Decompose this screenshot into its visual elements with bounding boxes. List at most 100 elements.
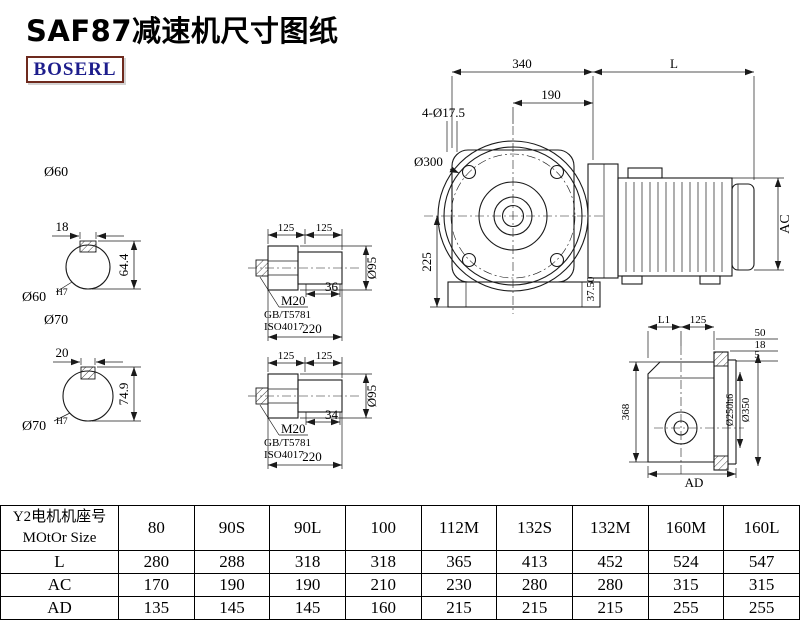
- bore-70-keyway-height: 74.9: [116, 383, 131, 406]
- bore-60-circle: [65, 244, 111, 290]
- flange-dia-label: Ø300: [414, 154, 460, 174]
- shaft-top-std-gb: GB/T5781: [264, 309, 311, 321]
- shaft-top-dia-dim: Ø95: [300, 245, 379, 291]
- holes-label: 4-Ø17.5: [422, 105, 465, 152]
- value-AD-132M: 215: [571, 596, 649, 620]
- row-label-AC: AC: [0, 573, 119, 597]
- bore-60-keyway-width-dim: 18: [52, 219, 124, 240]
- value-AD-80: 135: [118, 596, 195, 620]
- shaft-detail-bottom: 125 125 Ø95 34 M20 GB/T5781 ISO4017: [248, 350, 379, 469]
- value-L-90L: 318: [269, 550, 346, 574]
- bore-70-keyway-width-dim: 20: [53, 345, 123, 366]
- shaft-bottom-thread: M20: [281, 421, 306, 436]
- value-L-132M: 452: [571, 550, 649, 574]
- side-output-bore: [664, 411, 698, 445]
- dim-368-text: 368: [620, 403, 632, 420]
- bore-60-label: Ø60 H7: [22, 281, 73, 305]
- shaft-top-dim-125a: 125: [278, 222, 295, 234]
- bore-70-keyway: [80, 366, 96, 380]
- shaft-bottom-125-dims: 125 125: [267, 350, 343, 378]
- row-label-AD: AD: [0, 596, 119, 620]
- shaft-bottom-dia: Ø95: [364, 385, 379, 407]
- dim-125-side: 125: [681, 314, 715, 350]
- shaft-top-thread-label: M20 GB/T5781 ISO4017: [259, 276, 311, 333]
- motor-fins: [625, 182, 723, 272]
- side-output-bore-inner: [673, 420, 689, 436]
- dim-225: 225: [419, 216, 448, 308]
- shaft-circle: [493, 196, 533, 236]
- value-AC-90L: 190: [269, 573, 346, 597]
- dim-L1-text: L1: [658, 314, 670, 326]
- value-AD-112M: 215: [420, 596, 498, 620]
- bore-view-60: Ø60 18 64.4 Ø60 H7: [22, 165, 141, 305]
- motor-size-col-112M: 112M: [420, 505, 498, 551]
- bolt-circle: [450, 153, 576, 279]
- shaft-top-dia: Ø95: [364, 257, 379, 279]
- dim-L: L: [593, 56, 755, 180]
- dim-L-text: L: [670, 56, 678, 71]
- value-L-90S: 288: [193, 550, 271, 574]
- value-AC-160L: 315: [723, 573, 800, 597]
- shaft-top-std-iso: ISO4017: [264, 321, 304, 333]
- shaft-bottom-dim-125a: 125: [278, 350, 295, 362]
- bore-70-tol: H7: [56, 417, 68, 427]
- motor-foot-right: [699, 275, 721, 285]
- side-flange-hatch-bottom: [713, 455, 729, 471]
- bolt-hole-tr: [549, 164, 565, 180]
- shaft-bottom-std-gb: GB/T5781: [264, 437, 311, 449]
- shaft-top-cylinder: [297, 251, 343, 285]
- value-AD-100: 160: [344, 596, 422, 620]
- bolt-hole-br: [549, 252, 565, 268]
- logo-text: BOSERL: [33, 58, 117, 80]
- bore-60-keyway-height: 64.4: [116, 253, 131, 276]
- dim-368: 368: [620, 361, 660, 463]
- value-AC-100: 210: [344, 573, 422, 597]
- dim-L1: L1: [647, 314, 682, 358]
- dim-340-text: 340: [512, 56, 532, 71]
- dim-250h6-text: Ø250h6: [725, 394, 736, 426]
- value-AC-80: 170: [118, 573, 195, 597]
- motor-foot-left: [621, 275, 643, 285]
- shaft-top-125-dims: 125 125: [267, 222, 343, 250]
- flange-inner-circle: [443, 146, 583, 286]
- side-flange-hatch-top: [713, 351, 729, 367]
- bore-70-dia: Ø70: [22, 419, 46, 434]
- value-AD-90L: 145: [269, 596, 346, 620]
- bore-60-dia: Ø60: [22, 290, 46, 305]
- value-AC-132M: 280: [571, 573, 649, 597]
- bore-view-70: Ø70 20 74.9 Ø70 H7: [22, 313, 141, 434]
- dim-50-text: 50: [755, 327, 767, 339]
- shaft-bottom-length: 220: [302, 449, 322, 464]
- fan-cowl: [731, 183, 755, 271]
- hub-circle: [478, 181, 548, 251]
- motor-body: [617, 177, 733, 277]
- dim-5-text: 5: [754, 349, 760, 361]
- motor-size-col-132S: 132S: [496, 505, 573, 551]
- shaft-detail-top: 125 125 Ø95 36 M20 GB/T5781 ISO4017: [248, 222, 379, 341]
- holes-text: 4-Ø17.5: [422, 105, 465, 120]
- shaft-top-dim-125b: 125: [316, 222, 333, 234]
- dim-350-text: Ø350: [740, 397, 752, 422]
- value-AC-112M: 230: [420, 573, 498, 597]
- dim-250h6: Ø250h6: [725, 372, 744, 448]
- value-AD-90S: 145: [193, 596, 271, 620]
- bore-70-keyway-width: 20: [56, 345, 69, 360]
- dim-3750-text: 37.50: [585, 276, 597, 301]
- motor-size-col-100: 100: [344, 505, 422, 551]
- shaft-bottom-bolt: [255, 387, 269, 405]
- motor-size-col-80: 80: [118, 505, 195, 551]
- bore-70-label: Ø70 H7: [22, 412, 71, 434]
- motor-adapter: [587, 163, 619, 279]
- value-AD-160M: 255: [647, 596, 725, 620]
- shaft-top-key-dim: 36: [305, 279, 341, 298]
- bolt-hole-bl: [461, 252, 477, 268]
- bore-70-title: Ø70: [44, 313, 68, 328]
- side-view: L1 125 50 18 5 368: [620, 314, 778, 490]
- page-title: SAF87减速机尺寸图纸: [26, 14, 339, 48]
- boserl-logo: BOSERL: [26, 56, 124, 83]
- bore-circle: [501, 204, 525, 228]
